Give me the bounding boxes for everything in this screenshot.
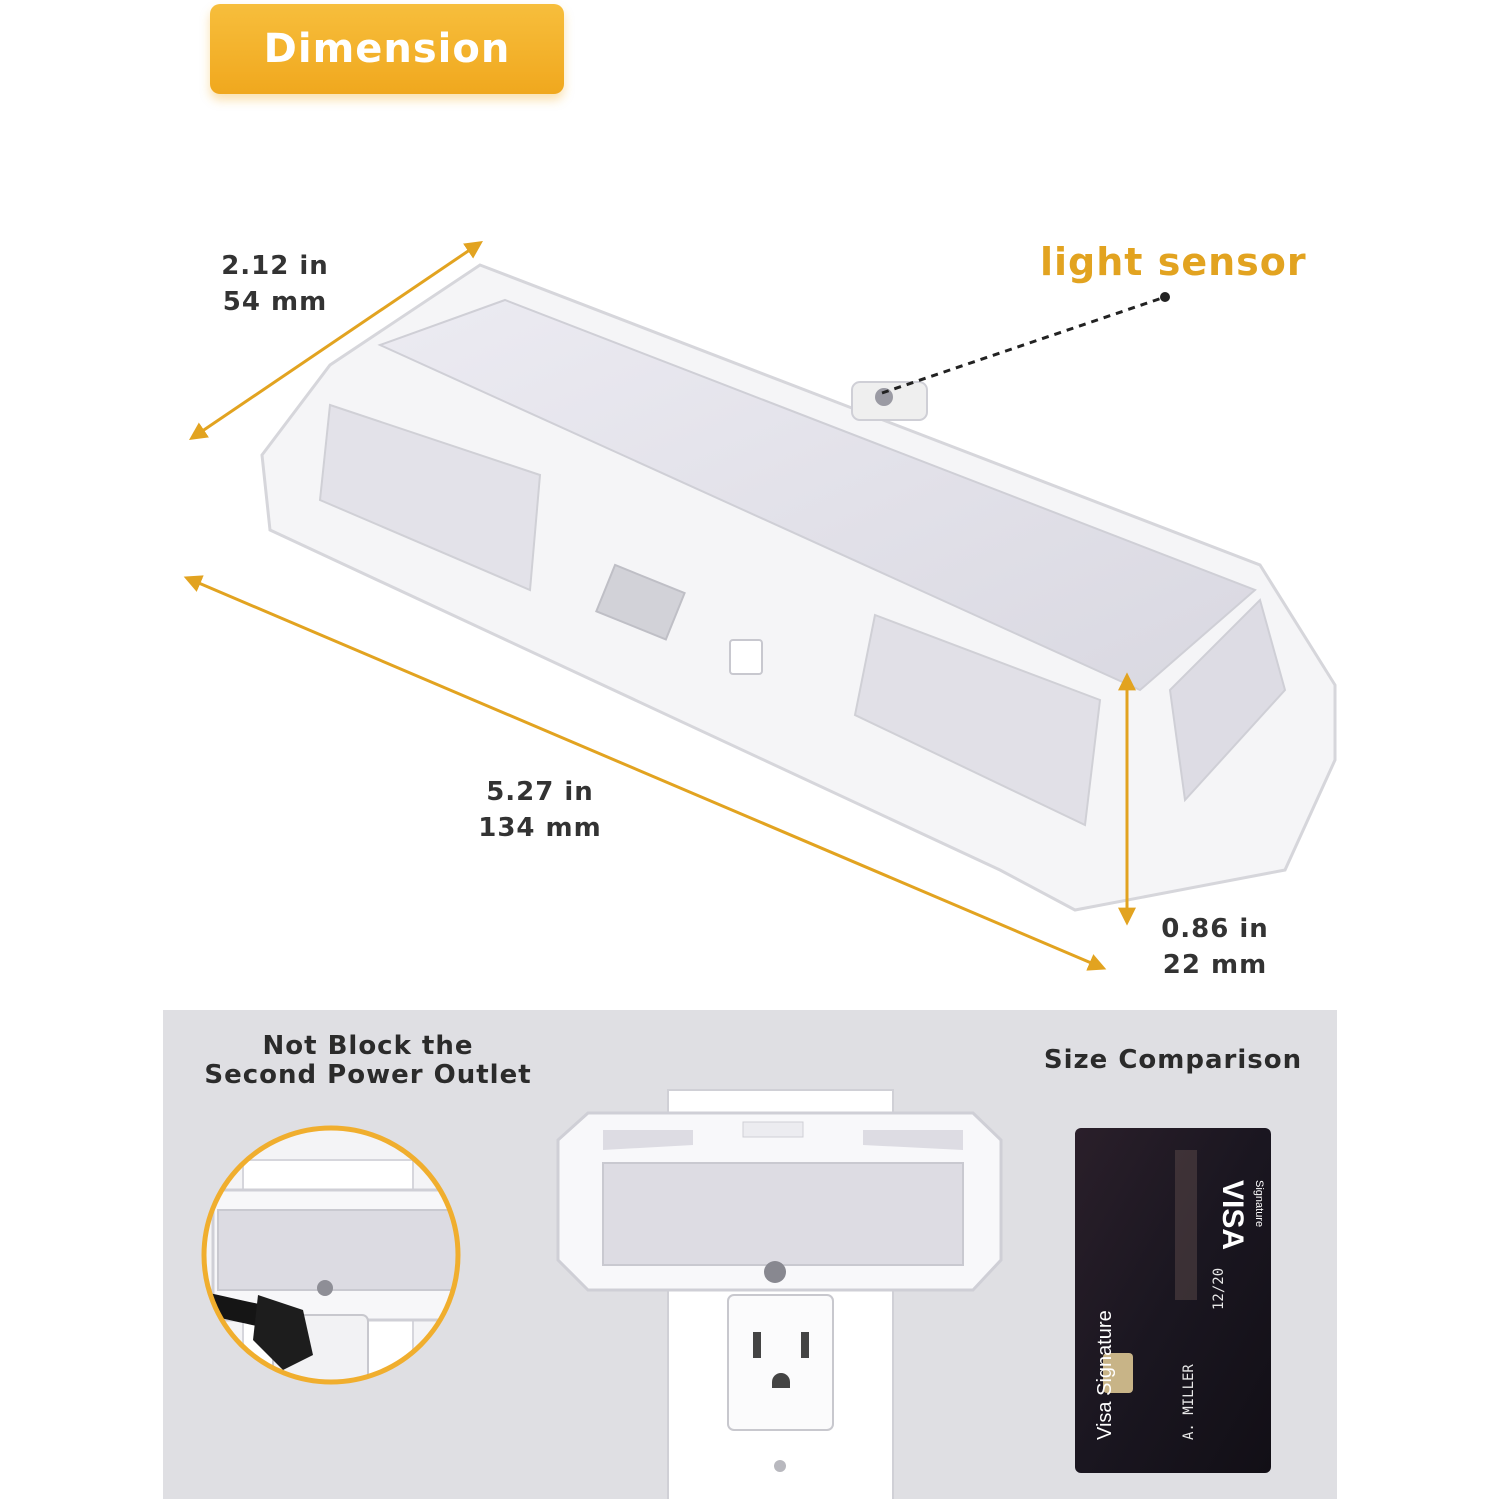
light-sensor-label: light sensor	[1040, 240, 1307, 284]
length-arrow	[183, 575, 1107, 971]
product-illustration	[183, 240, 1337, 971]
size-comparison-title: Size Comparison	[1043, 1045, 1303, 1075]
width-arrow	[189, 240, 483, 441]
card-brand-sub: Signature	[1253, 1180, 1265, 1227]
title-badge: Dimension	[210, 4, 564, 94]
light-on-outlet	[556, 1089, 1003, 1499]
credit-card: VISA Signature Visa Signature 12/20 A. M…	[1075, 1128, 1271, 1473]
card-name-line: Visa Signature	[1094, 1310, 1116, 1440]
length-dimension-label: 5.27 in 134 mm	[478, 777, 602, 843]
height-dimension-label: 0.86 in 22 mm	[1161, 914, 1269, 980]
panel-illustrations: VISA Signature Visa Signature 12/20 A. M…	[201, 1089, 1271, 1499]
sensor-callout-line	[881, 295, 1166, 395]
page-title: Dimension	[263, 26, 511, 72]
card-expiry: 12/20	[1211, 1268, 1227, 1310]
card-brand: VISA	[1216, 1180, 1249, 1250]
night-light-body	[260, 263, 1337, 912]
outlet-detail-circle	[201, 1125, 461, 1385]
comparison-panel: Not Block the Second Power Outlet Size C…	[163, 1010, 1337, 1499]
sensor-callout-dot	[1160, 292, 1170, 302]
card-chip	[1103, 1353, 1133, 1393]
width-dimension-label: 2.12 in 54 mm	[221, 251, 329, 317]
outlet-panel-title: Not Block the Second Power Outlet	[204, 1031, 532, 1090]
card-holder: A. MILLER	[1181, 1364, 1197, 1440]
